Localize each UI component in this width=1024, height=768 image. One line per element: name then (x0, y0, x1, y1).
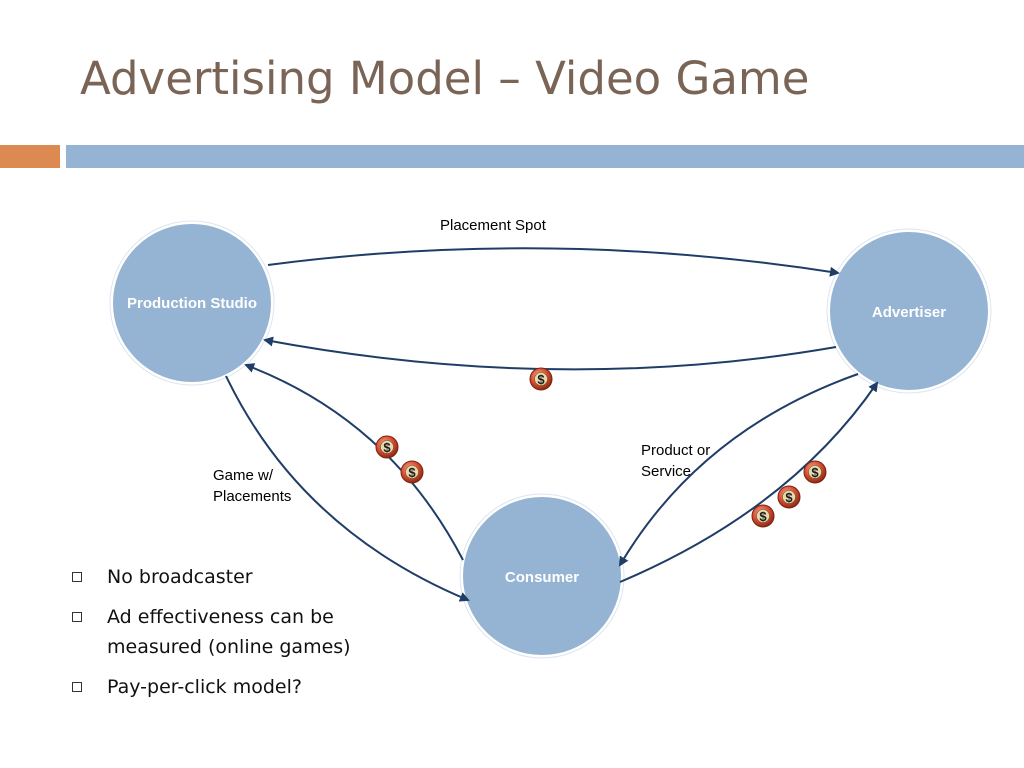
money-coin-icon: $ (777, 485, 801, 509)
money-coin-icon: $ (400, 460, 424, 484)
square-bullet-icon (72, 572, 82, 582)
arrow-studio-to-consumer (225, 375, 470, 602)
arrow-consumer-to-advertiser (619, 381, 879, 583)
consumer-label: Consumer (505, 569, 579, 586)
svg-text:$: $ (408, 465, 416, 480)
svg-text:$: $ (759, 509, 767, 524)
arrow-consumer-to-studio (244, 363, 464, 561)
money-coin-icon: $ (751, 504, 775, 528)
svg-text:$: $ (383, 440, 391, 455)
node-advertiser: Advertiser (826, 228, 992, 394)
bullet-item: No broadcaster (70, 562, 407, 592)
svg-text:$: $ (811, 465, 819, 480)
square-bullet-icon (72, 682, 82, 692)
bullet-text: Pay-per-click model? (107, 676, 302, 698)
money-coin-icon: $ (529, 367, 553, 391)
bullet-text: Ad effectiveness can be measured (online… (107, 606, 351, 658)
svg-text:$: $ (537, 372, 545, 387)
money-coin-icon: $ (803, 460, 827, 484)
node-production-studio: Production Studio (109, 220, 275, 386)
node-consumer: Consumer (459, 493, 625, 659)
accent-bar-blue (66, 145, 1024, 168)
game-placements-label-line1: Game w/ (213, 467, 274, 484)
production-studio-label: Production Studio (127, 295, 257, 312)
advertiser-label: Advertiser (872, 304, 946, 321)
arrow-studio-to-advertiser (267, 247, 840, 277)
bullet-item: Ad effectiveness can be measured (online… (70, 602, 407, 662)
product-or-service-label-line2: Service (641, 463, 691, 480)
money-coin-icon: $ (375, 435, 399, 459)
placement-spot-label: Placement Spot (440, 217, 547, 234)
bullet-item: Pay-per-click model? (70, 672, 407, 702)
arrow-advertiser-to-studio (263, 336, 837, 371)
square-bullet-icon (72, 612, 82, 622)
bullet-text: No broadcaster (107, 566, 253, 588)
game-placements-label-line2: Placements (213, 488, 291, 505)
bullet-list: No broadcaster Ad effectiveness can be m… (70, 562, 407, 712)
slide-title: Advertising Model – Video Game (80, 52, 810, 105)
arrow-advertiser-to-consumer (618, 373, 859, 567)
svg-text:$: $ (785, 490, 793, 505)
product-or-service-label-line1: Product or (641, 442, 710, 459)
accent-bar-orange (0, 145, 60, 168)
